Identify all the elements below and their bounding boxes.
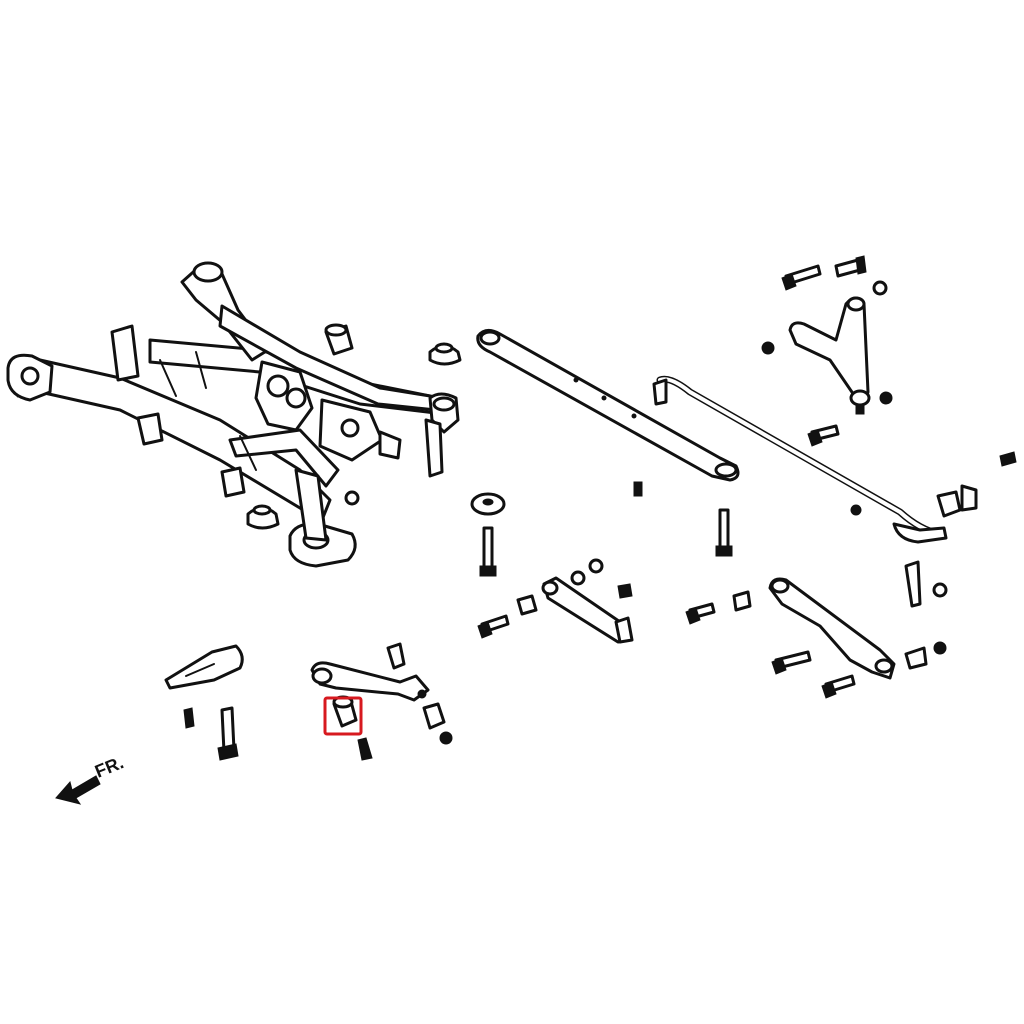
upper-control-arm	[761, 255, 893, 447]
toe-link	[477, 558, 634, 644]
center-bushing-bolt	[470, 492, 506, 577]
front-arrow-icon	[55, 775, 101, 805]
stabilizer-bar	[652, 375, 1017, 544]
middle-bolts	[633, 481, 733, 557]
front-direction-label: FR.	[92, 752, 126, 781]
highlight-box	[323, 696, 363, 736]
mounting-bracket	[164, 644, 244, 761]
front-direction-indicator: FR.	[55, 752, 126, 805]
subframe-bushings	[246, 323, 462, 530]
highlighted-bushing	[323, 695, 363, 736]
camber-arm-assembly	[310, 642, 453, 761]
lower-control-arm	[685, 560, 948, 699]
lateral-link-rod	[476, 329, 740, 482]
rear-subframe	[6, 261, 460, 568]
